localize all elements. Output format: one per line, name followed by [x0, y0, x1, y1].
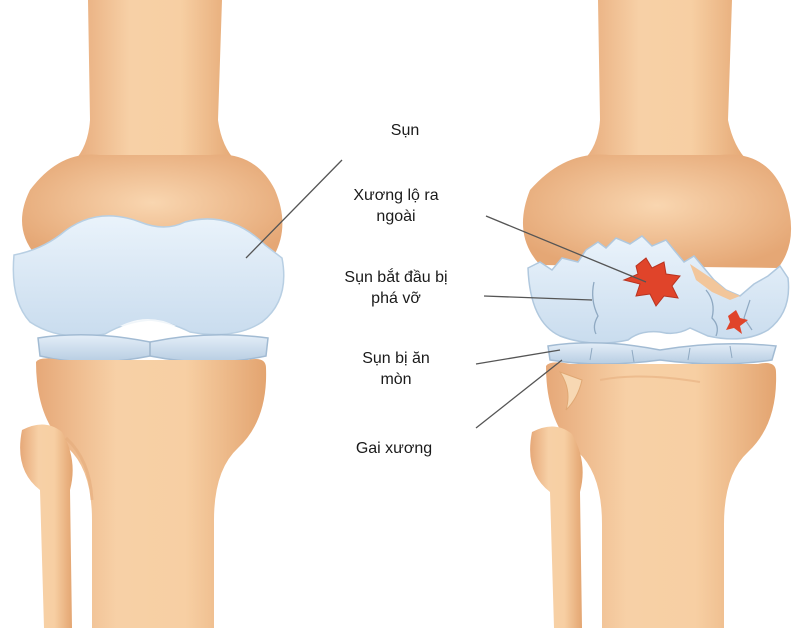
- fibula-arthritic: [530, 426, 583, 628]
- label-cartilage-breaking-line2: phá vỡ: [328, 288, 464, 309]
- label-cartilage: Sụn: [370, 120, 440, 141]
- label-exposed-bone-line1: Xương lộ ra: [336, 185, 456, 206]
- label-bone-spur: Gai xương: [336, 438, 452, 459]
- label-cartilage-eroded: Sụn bị ăn mòn: [346, 348, 446, 390]
- healthy-knee: [13, 0, 283, 628]
- femur-shaft: [70, 0, 240, 165]
- fibula: [20, 424, 73, 628]
- arthritic-knee: [523, 0, 791, 628]
- eroded-meniscus: [548, 343, 776, 364]
- label-cartilage-eroded-line2: mòn: [346, 369, 446, 390]
- leader-cartilage-eroded: [476, 350, 560, 364]
- label-cartilage-eroded-line1: Sụn bị ăn: [346, 348, 446, 369]
- label-exposed-bone-line2: ngoài: [336, 206, 456, 227]
- label-cartilage-breaking-line1: Sụn bắt đầu bị: [328, 267, 464, 288]
- femur-shaft-arthritic: [578, 0, 752, 165]
- label-cartilage-breaking: Sụn bắt đầu bị phá vỡ: [328, 267, 464, 309]
- healthy-meniscus: [38, 335, 268, 362]
- label-exposed-bone: Xương lộ ra ngoài: [336, 185, 456, 227]
